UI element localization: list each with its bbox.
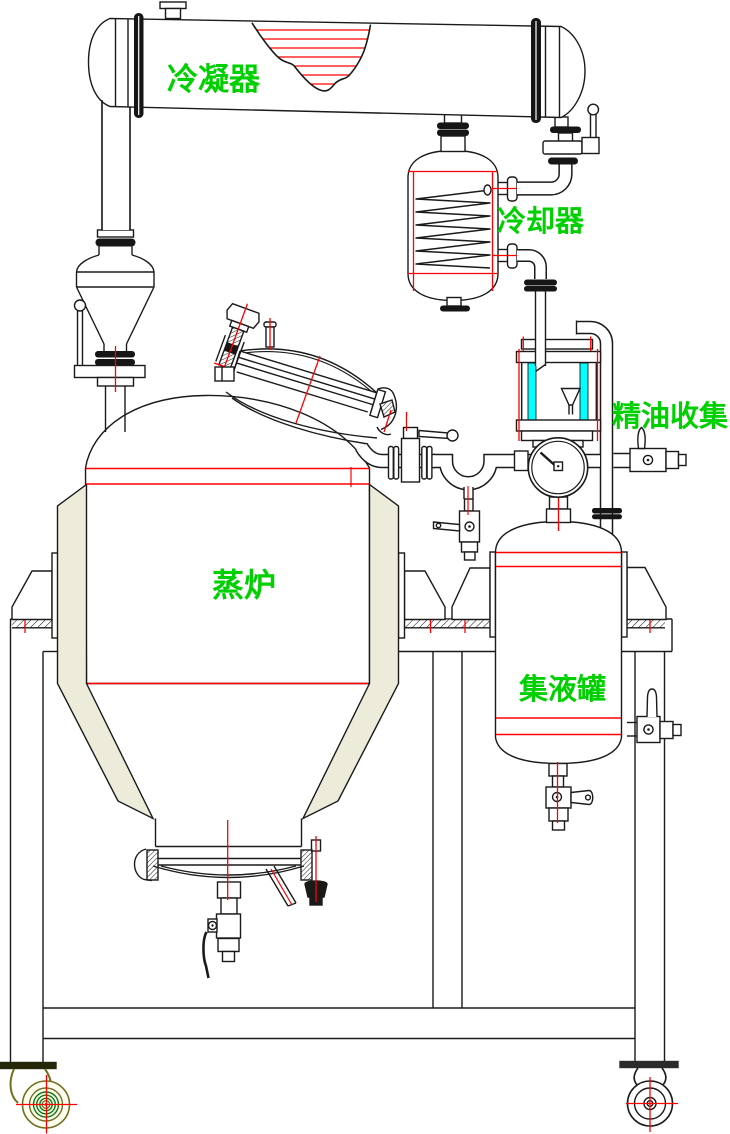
label-cooler: 冷却器 [497,206,585,238]
condenser-downpipe [101,100,131,230]
cooler-coil [415,184,492,269]
lid-pin [263,318,277,350]
condenser-outlet-valve [517,103,600,196]
right-caster-wheel [619,1060,679,1132]
cooler-downpipe [534,291,547,373]
lid-swing-bolt [213,302,260,373]
condenser-vessel [87,1,586,123]
trap-drain-valve [432,485,481,561]
label-steam-furnace: 蒸炉 [212,567,277,603]
label-condenser: 冷凝器 [167,62,260,97]
furnace-outlet-valve [400,412,459,483]
label-oil-collector: 精油收集 [612,401,729,433]
riser-pipe [575,320,622,548]
furnace-bottom-valve [202,820,242,979]
lid-clamp-hook [376,387,398,436]
riser-side-valve [613,426,687,473]
cooler-vessel [407,113,557,312]
tank-bottom-valve [545,762,594,831]
pressure-gauge [527,436,589,498]
manhole-lid [213,302,398,445]
support-frame [9,618,673,1063]
tank-side-valve [627,688,682,744]
vapor-pipe-run [350,412,600,561]
label-collection-tank: 集液罐 [519,674,607,706]
sight-glass [515,336,602,448]
left-caster-wheel [0,1061,77,1134]
steam-furnace-vessel [56,394,400,979]
collection-tank-vessel [494,489,682,831]
